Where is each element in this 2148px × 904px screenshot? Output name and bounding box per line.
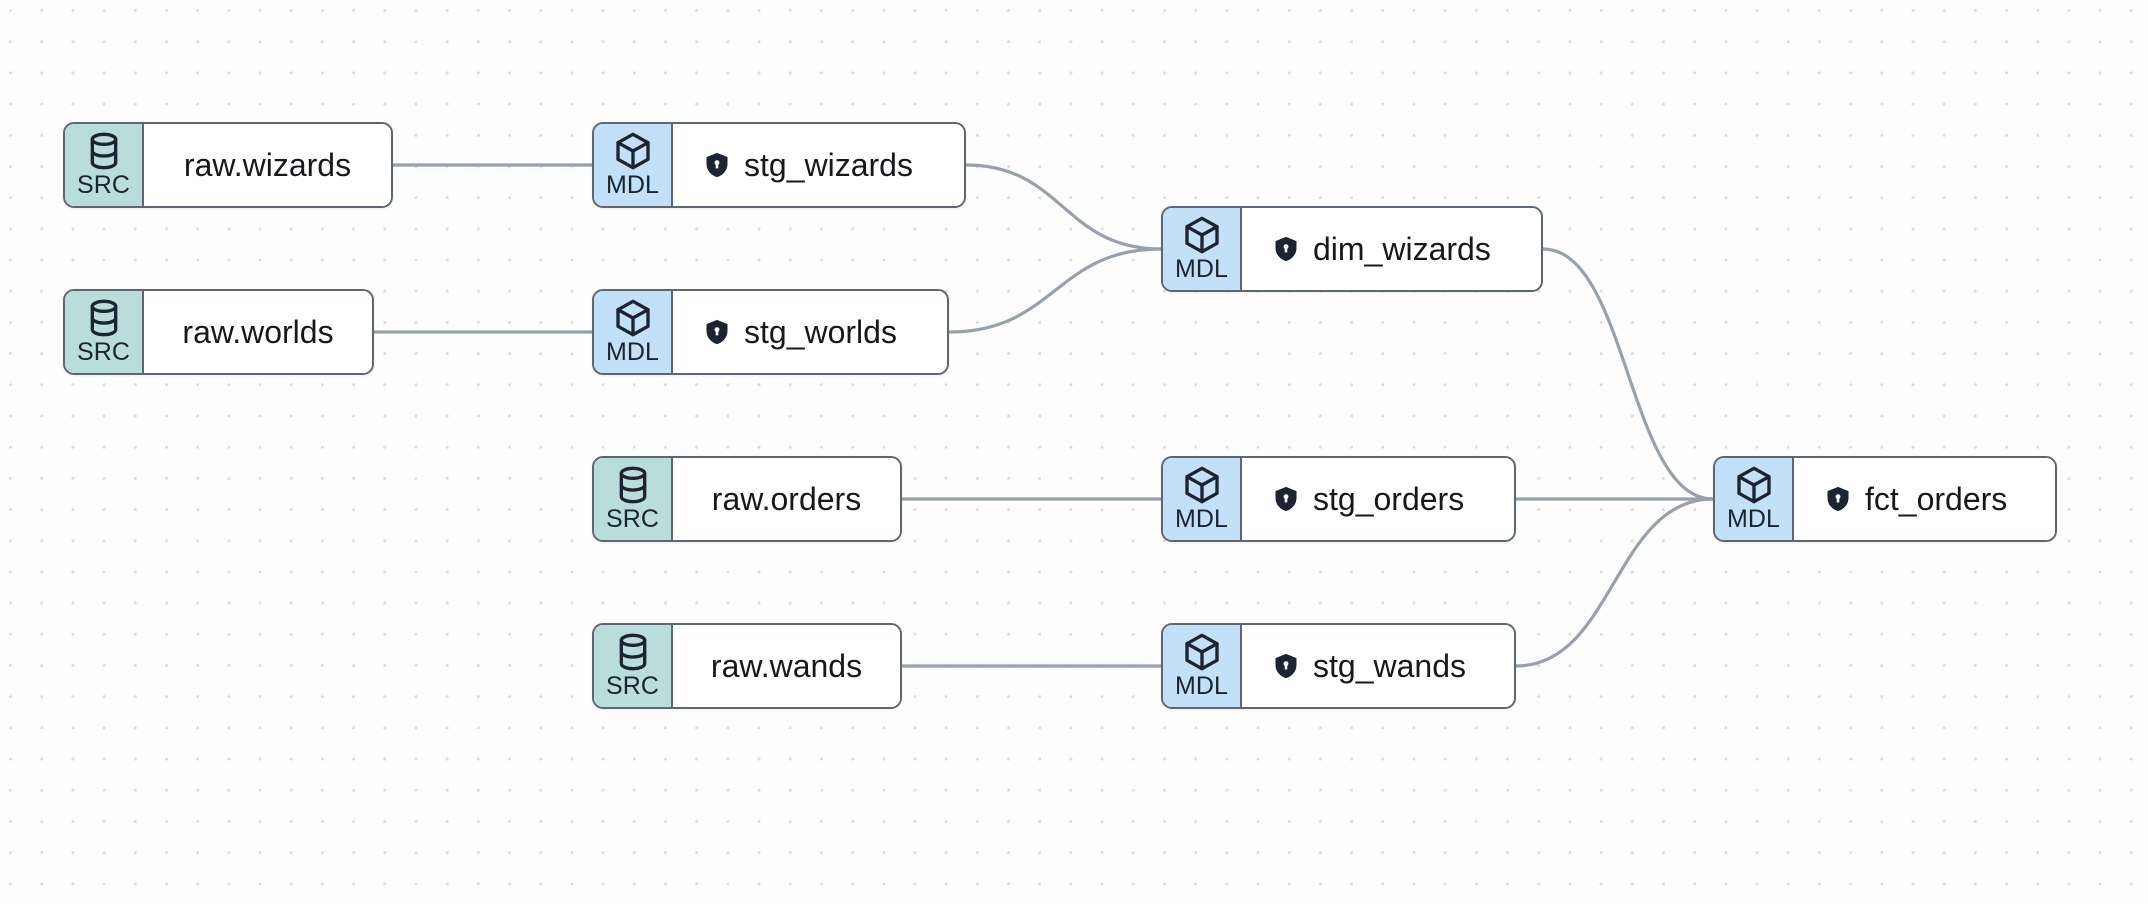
node-type-badge-label: MDL: [1174, 672, 1229, 700]
node-label: stg_worlds: [744, 314, 897, 350]
cube-icon: [613, 298, 653, 338]
node-type-badge-src: SRC: [65, 124, 144, 206]
lineage-node-stg-wizards[interactable]: MDL stg_wizards: [592, 122, 966, 208]
node-label: stg_orders: [1313, 481, 1465, 517]
node-type-badge-mdl: MDL: [1163, 208, 1242, 290]
shield-lock-icon: [1272, 485, 1300, 513]
cube-icon: [1182, 215, 1222, 255]
node-type-badge-label: MDL: [605, 338, 660, 366]
node-label: raw.wands: [710, 648, 863, 684]
node-label: raw.orders: [711, 481, 862, 517]
node-label: raw.worlds: [182, 314, 334, 350]
shield-lock-icon: [1824, 485, 1852, 513]
node-type-badge-label: MDL: [1174, 505, 1229, 533]
node-type-badge-label: MDL: [1726, 505, 1781, 533]
lineage-node-raw-wands[interactable]: SRC raw.wands: [592, 623, 902, 709]
database-icon: [613, 465, 653, 505]
node-type-badge-src: SRC: [594, 458, 673, 540]
shield-lock-icon: [703, 151, 731, 179]
node-type-badge-label: SRC: [605, 672, 660, 700]
cube-icon: [1182, 465, 1222, 505]
node-label: stg_wizards: [744, 147, 913, 183]
lineage-node-stg-wands[interactable]: MDL stg_wands: [1161, 623, 1516, 709]
node-type-badge-mdl: MDL: [1715, 458, 1794, 540]
node-type-badge-mdl: MDL: [1163, 625, 1242, 707]
shield-lock-icon: [1272, 235, 1300, 263]
node-type-badge-label: MDL: [1174, 255, 1229, 283]
lineage-node-dim-wizards[interactable]: MDL dim_wizards: [1161, 206, 1543, 292]
node-body: stg_orders: [1242, 458, 1514, 540]
node-type-badge-mdl: MDL: [1163, 458, 1242, 540]
lineage-node-raw-orders[interactable]: SRC raw.orders: [592, 456, 902, 542]
database-icon: [613, 632, 653, 672]
node-type-badge-mdl: MDL: [594, 291, 673, 373]
shield-lock-icon: [703, 318, 731, 346]
node-label: stg_wands: [1313, 648, 1466, 684]
database-icon: [84, 298, 124, 338]
node-body: stg_worlds: [673, 291, 947, 373]
cube-icon: [1182, 632, 1222, 672]
lineage-node-raw-worlds[interactable]: SRC raw.worlds: [63, 289, 374, 375]
node-label: dim_wizards: [1313, 231, 1491, 267]
node-label: raw.wizards: [183, 147, 352, 183]
node-type-badge-src: SRC: [594, 625, 673, 707]
node-body: raw.orders: [673, 458, 900, 540]
node-label: fct_orders: [1865, 481, 2008, 517]
node-type-badge-mdl: MDL: [594, 124, 673, 206]
node-type-badge-label: SRC: [76, 338, 131, 366]
node-body: raw.wizards: [144, 124, 391, 206]
node-type-badge-label: SRC: [605, 505, 660, 533]
node-type-badge-label: SRC: [76, 171, 131, 199]
lineage-node-stg-orders[interactable]: MDL stg_orders: [1161, 456, 1516, 542]
node-body: fct_orders: [1794, 458, 2055, 540]
lineage-node-fct-orders[interactable]: MDL fct_orders: [1713, 456, 2057, 542]
node-body: dim_wizards: [1242, 208, 1541, 290]
node-type-badge-label: MDL: [605, 171, 660, 199]
lineage-node-stg-worlds[interactable]: MDL stg_worlds: [592, 289, 949, 375]
node-body: raw.wands: [673, 625, 900, 707]
cube-icon: [1734, 465, 1774, 505]
node-body: stg_wands: [1242, 625, 1514, 707]
node-body: stg_wizards: [673, 124, 964, 206]
shield-lock-icon: [1272, 652, 1300, 680]
database-icon: [84, 131, 124, 171]
node-body: raw.worlds: [144, 291, 372, 373]
cube-icon: [613, 131, 653, 171]
node-type-badge-src: SRC: [65, 291, 144, 373]
lineage-node-raw-wizards[interactable]: SRC raw.wizards: [63, 122, 393, 208]
